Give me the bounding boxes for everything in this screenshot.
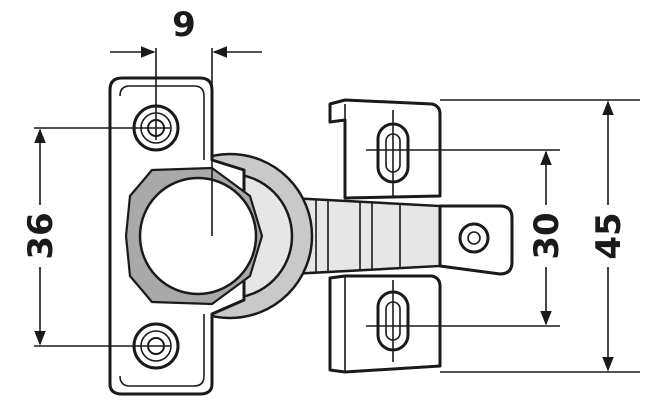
dim-label-45: 45 (589, 212, 629, 259)
dimension-45: 45 (589, 100, 629, 372)
dimension-9: 9 (110, 5, 262, 58)
dim-label-9: 9 (172, 5, 196, 45)
dimension-36: 36 (21, 128, 61, 346)
dim-label-30: 30 (527, 212, 567, 259)
mounting-plate (328, 98, 442, 374)
center-lines (34, 48, 640, 373)
dimension-30: 30 (527, 150, 567, 326)
dim-label-36: 36 (21, 212, 61, 259)
hinge-arm (288, 196, 514, 276)
